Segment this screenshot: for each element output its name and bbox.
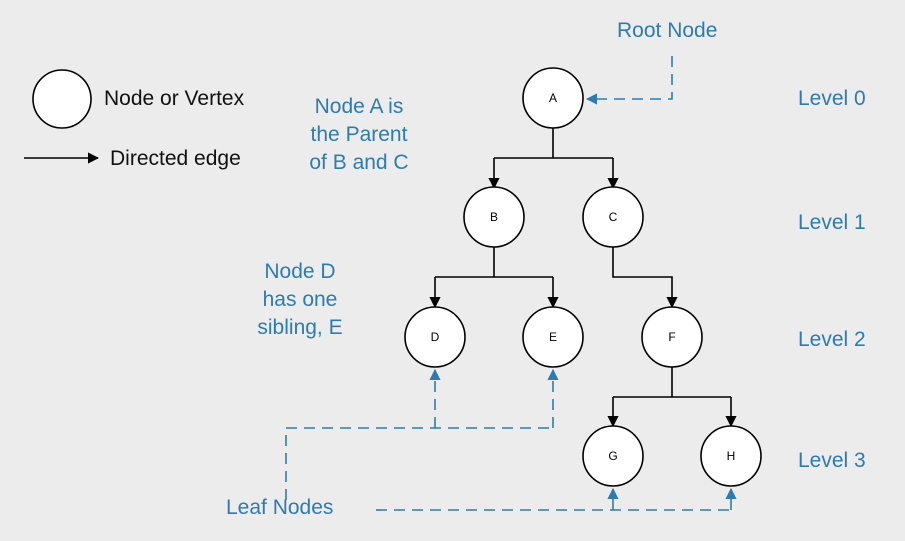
nodes: A B C D E F G H <box>404 67 762 487</box>
level-1-label: Level 1 <box>798 211 866 234</box>
node-g: G <box>582 425 644 487</box>
sibling-note-line-2: has one <box>263 288 338 311</box>
edge-a-fork <box>494 128 613 159</box>
root-node-label: Root Node <box>617 19 717 42</box>
level-3-label: Level 3 <box>798 449 866 472</box>
level-0-label: Level 0 <box>798 87 866 110</box>
node-d: D <box>404 306 466 368</box>
parent-note-line-3: of B and C <box>309 151 408 174</box>
node-b-label: B <box>490 210 498 224</box>
edges <box>429 128 737 428</box>
node-f: F <box>641 306 703 368</box>
legend: Node or Vertex Directed edge <box>24 69 245 170</box>
legend-node-label: Node or Vertex <box>104 87 245 110</box>
node-g-label: G <box>608 449 617 463</box>
edge-c-f <box>612 247 678 309</box>
node-e-label: E <box>549 330 557 344</box>
node-a-label: A <box>549 91 557 105</box>
root-pointer <box>585 56 673 105</box>
sibling-note-line-3: sibling, E <box>257 316 342 339</box>
node-a: A <box>522 67 584 129</box>
node-h-label: H <box>727 449 736 463</box>
edge-b-fork <box>435 247 553 278</box>
annotation-pointers <box>285 56 737 511</box>
node-b: B <box>463 186 525 248</box>
sibling-note-line-1: Node D <box>264 260 335 283</box>
node-f-label: F <box>668 330 675 344</box>
edge-f-fork <box>613 367 731 398</box>
leaf-pointer-top-trunk <box>285 427 553 500</box>
legend-edge-label: Directed edge <box>110 147 241 170</box>
annotations: Root Node Node A is the Parent of B and … <box>226 19 717 519</box>
node-d-label: D <box>431 330 440 344</box>
parent-note-line-1: Node A is <box>315 95 404 118</box>
node-h: H <box>700 425 762 487</box>
node-e: E <box>522 306 584 368</box>
node-c-label: C <box>609 210 618 224</box>
leaf-nodes-label: Leaf Nodes <box>226 496 333 519</box>
legend-node-symbol <box>32 69 92 129</box>
level-labels: Level 0 Level 1 Level 2 Level 3 <box>798 87 866 472</box>
level-2-label: Level 2 <box>798 328 866 351</box>
parent-note-line-2: the Parent <box>311 123 408 146</box>
node-c: C <box>582 186 644 248</box>
